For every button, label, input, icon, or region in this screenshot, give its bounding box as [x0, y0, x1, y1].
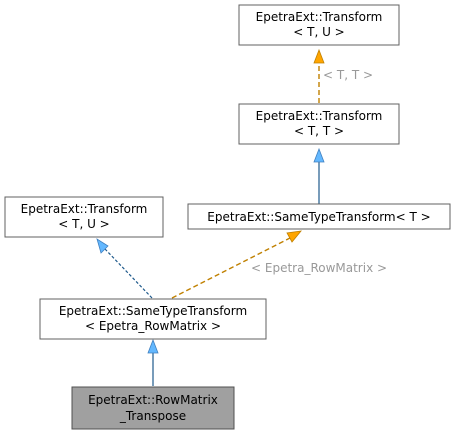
node-label-line1: EpetraExt::RowMatrix — [88, 393, 218, 407]
node-transform-tt[interactable]: EpetraExt::Transform < T, T > — [238, 103, 400, 145]
node-same-type-transform-t[interactable]: EpetraExt::SameTypeTransform< T > — [187, 203, 451, 230]
arrow-head-blue — [147, 338, 159, 354]
edge-tt-to-tu: < T, T > — [313, 48, 373, 103]
node-label-line2: _Transpose — [119, 409, 186, 423]
node-same-type-transform-rowmatrix[interactable]: EpetraExt::SameTypeTransform < Epetra_Ro… — [39, 298, 267, 340]
edge-rowmatrix-sametype-to-sametype-t: < Epetra_RowMatrix > — [171, 230, 387, 299]
node-label-line1: EpetraExt::SameTypeTransform — [59, 304, 247, 318]
arrow-head-orange — [286, 230, 302, 243]
node-label-line2: < Epetra_RowMatrix > — [85, 319, 221, 333]
node-label-line1: EpetraExt::SameTypeTransform< T > — [207, 210, 430, 224]
edge-label-rowmatrix: < Epetra_RowMatrix > — [251, 261, 387, 275]
node-transform-tu-left[interactable]: EpetraExt::Transform < T, U > — [4, 196, 164, 238]
node-label-line2: < T, U > — [58, 217, 109, 231]
node-label-line2: < T, T > — [294, 124, 344, 138]
arrow-head-blue — [96, 238, 109, 254]
node-label-line1: EpetraExt::Transform — [256, 10, 383, 24]
node-label-line1: EpetraExt::Transform — [256, 109, 383, 123]
node-transform-tu-top[interactable]: EpetraExt::Transform < T, U > — [238, 4, 400, 46]
node-label-line1: EpetraExt::Transform — [21, 202, 148, 216]
edge-label-tt: < T, T > — [323, 68, 373, 82]
node-rowmatrix-transpose[interactable]: EpetraExt::RowMatrix _Transpose — [71, 386, 235, 430]
arrow-head-orange — [313, 48, 325, 64]
edge-transpose-to-sametype-rowmatrix — [147, 338, 159, 386]
edge-rowmatrix-sametype-to-tu-left — [96, 238, 153, 299]
arrow-head-blue — [313, 147, 325, 163]
node-label-line2: < T, U > — [293, 25, 344, 39]
edge-sametype-to-tt — [313, 147, 325, 204]
